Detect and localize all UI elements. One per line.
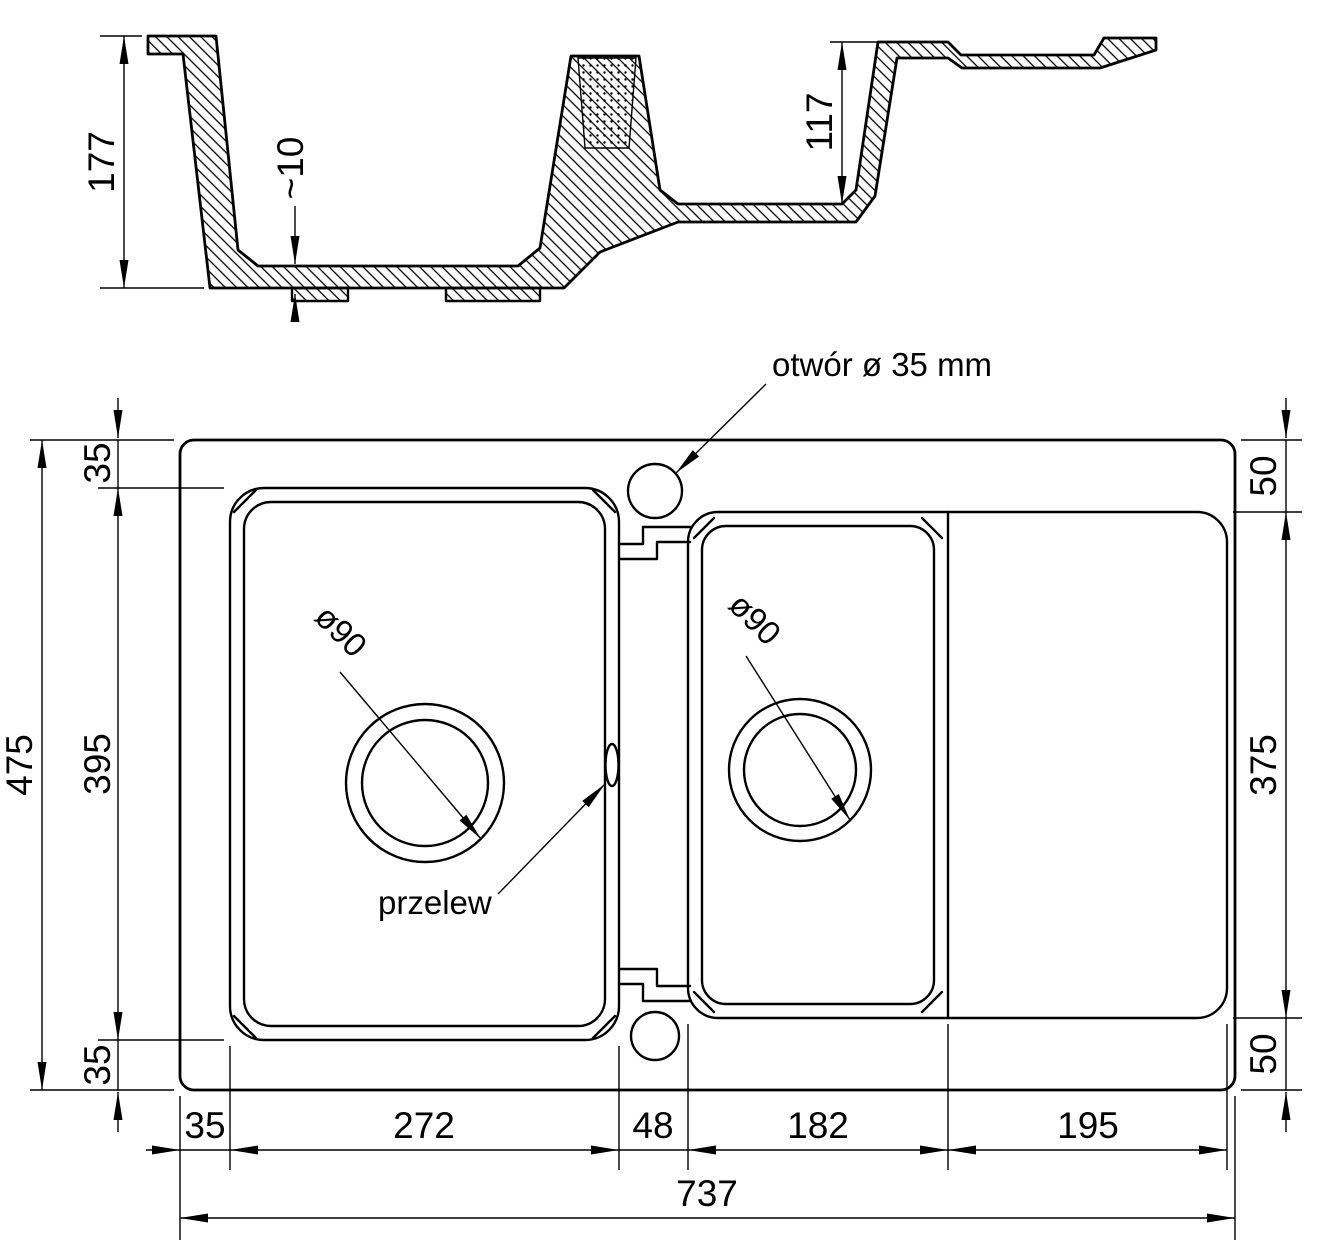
right-drain-inner	[742, 712, 858, 828]
channel-step-bottom-outer	[617, 982, 693, 1003]
dim-right-bowl-depth: 117	[799, 41, 884, 204]
right-bowl-inner	[700, 524, 936, 1006]
section-view: 177 ~10 117	[81, 34, 1158, 322]
corner-tick	[920, 516, 944, 540]
faucet-hole-top	[626, 462, 684, 520]
dim-total-depth-label: 177	[81, 131, 122, 193]
plan-dimensions: 475 35 395 35 50 375 50	[0, 398, 1302, 1240]
overflow-slot	[604, 742, 620, 788]
dim-right-bottom-label: 50	[1243, 1033, 1284, 1074]
divider-web-section	[577, 57, 637, 149]
left-drain-leader	[339, 671, 482, 840]
dim-drainer-width-label: 195	[1057, 1105, 1119, 1146]
dim-rim-bottom-label: 35	[77, 1044, 118, 1085]
corner-tick	[232, 488, 258, 514]
right-drain-leader	[745, 655, 851, 821]
right-drain-label: ø90	[722, 586, 788, 652]
overflow-leader	[497, 783, 606, 895]
corner-tick	[692, 990, 716, 1014]
left-drain-outer	[344, 702, 506, 864]
left-drain-label: ø90	[308, 598, 374, 664]
faucet-hole-label: otwór ø 35 mm	[772, 346, 992, 383]
corner-tick	[591, 488, 617, 514]
right-basin-drainer-outline	[686, 510, 1229, 1020]
corner-tick	[232, 1014, 258, 1040]
overflow-label: przelew	[378, 884, 492, 921]
dim-left-bowl-width-label: 272	[393, 1105, 455, 1146]
dim-right-top-label: 50	[1243, 455, 1284, 496]
bottom-pad-right	[444, 286, 542, 303]
dim-right-bowl-depth-label: 117	[799, 93, 840, 152]
corner-tick	[920, 990, 944, 1014]
section-profile	[146, 34, 1158, 290]
dim-total-height-label: 475	[0, 734, 40, 796]
left-bowl-outer	[228, 486, 621, 1042]
dim-bottom-thickness: ~10	[270, 137, 311, 322]
left-drain-inner	[360, 718, 490, 848]
dim-right-height-label: 375	[1243, 734, 1284, 796]
dim-right-bowl-width-label: 182	[787, 1105, 849, 1146]
bottom-pad-left	[290, 286, 350, 303]
dim-left-bowl-height-label: 395	[77, 733, 118, 795]
faucet-hole-bottom	[629, 1010, 681, 1062]
dim-rim-left-label: 35	[184, 1105, 225, 1146]
channel-step-bottom-inner	[617, 967, 692, 988]
faucet-hole-leader	[675, 383, 767, 474]
channel-step-top-outer	[617, 525, 693, 546]
right-drain-outer	[727, 697, 873, 843]
corner-tick	[591, 1014, 617, 1040]
left-bowl-inner	[242, 500, 607, 1028]
plan-view: ø90 ø90 przelew otwór ø 35 mm	[178, 346, 1237, 1092]
dim-channel-width-label: 48	[632, 1105, 673, 1146]
dim-bottom-thickness-label: ~10	[270, 137, 311, 200]
dim-rim-top-label: 35	[77, 442, 118, 483]
dim-total-width-label: 737	[676, 1173, 738, 1214]
dim-total-depth: 177	[81, 35, 204, 289]
corner-tick	[692, 516, 716, 540]
channel-step-top-inner	[617, 540, 692, 561]
sink-outline	[178, 438, 1237, 1092]
